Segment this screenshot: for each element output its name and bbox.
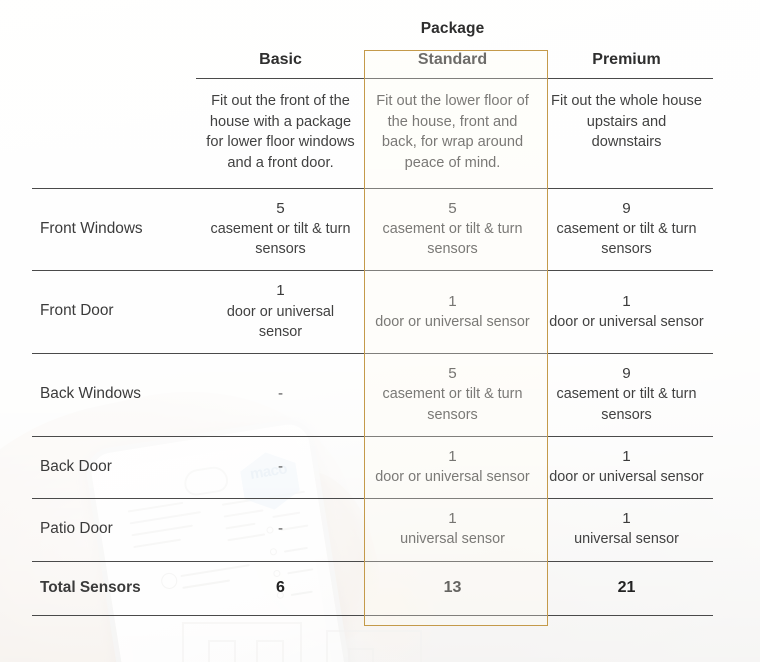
cell-patio-door-basic: - bbox=[196, 498, 365, 562]
unit: casement or tilt & turn sensors bbox=[382, 221, 523, 258]
unit: door or universal sensor bbox=[375, 313, 530, 330]
total-label: Total Sensors bbox=[32, 561, 196, 616]
cell-front-door-standard: 1 door or universal sensor bbox=[365, 270, 540, 355]
qty: 5 bbox=[448, 199, 457, 217]
total-basic: 6 bbox=[196, 561, 365, 616]
row-label-back-windows: Back Windows bbox=[32, 353, 196, 437]
plan-header-premium: Premium bbox=[540, 44, 713, 79]
qty: 9 bbox=[622, 199, 631, 217]
description-blank bbox=[32, 78, 196, 189]
unit: casement or tilt & turn sensors bbox=[556, 221, 697, 258]
qty: 9 bbox=[622, 365, 631, 383]
group-header-spacer-premium bbox=[540, 20, 713, 44]
table-row: Back Door - 1 door or universal sensor 1… bbox=[32, 436, 713, 500]
cell-front-windows-standard: 5 casement or tilt & turn sensors bbox=[365, 188, 540, 272]
cell-patio-door-premium: 1 universal sensor bbox=[540, 498, 713, 562]
group-header-spacer-basic bbox=[196, 20, 365, 44]
table-descriptions: Fit out the front of the house with a pa… bbox=[32, 78, 713, 189]
row-label-front-windows: Front Windows bbox=[32, 188, 196, 272]
unit: casement or tilt & turn sensors bbox=[382, 386, 523, 423]
cell-front-door-basic: 1 door or universal sensor bbox=[196, 270, 365, 355]
row-label-back-door: Back Door bbox=[32, 436, 196, 500]
plan-header-row: Basic Standard Premium bbox=[32, 44, 713, 79]
qty: 5 bbox=[276, 199, 285, 217]
unit: door or universal sensor bbox=[549, 313, 704, 330]
total-row: Total Sensors 6 13 21 bbox=[32, 561, 713, 616]
qty: 1 bbox=[622, 510, 631, 528]
table-head: Package Basic Standard Premium bbox=[32, 20, 713, 79]
empty-dash: - bbox=[277, 520, 284, 538]
qty: 1 bbox=[622, 447, 631, 465]
group-header-package: Package bbox=[420, 20, 485, 37]
qty: 1 bbox=[448, 510, 457, 528]
empty-dash: - bbox=[277, 385, 284, 403]
description-row: Fit out the front of the house with a pa… bbox=[32, 78, 713, 189]
unit: casement or tilt & turn sensors bbox=[210, 221, 351, 258]
unit: door or universal sensor bbox=[226, 303, 335, 340]
unit: door or universal sensor bbox=[375, 468, 530, 485]
cell-front-door-premium: 1 door or universal sensor bbox=[540, 270, 713, 355]
table-row: Patio Door - 1 universal sensor 1 univer… bbox=[32, 498, 713, 562]
description-basic: Fit out the front of the house with a pa… bbox=[196, 78, 365, 189]
qty: 5 bbox=[448, 365, 457, 383]
group-header-spacer bbox=[32, 20, 196, 44]
unit: door or universal sensor bbox=[549, 468, 704, 485]
table-row: Front Windows 5 casement or tilt & turn … bbox=[32, 188, 713, 272]
description-standard: Fit out the lower floor of the house, fr… bbox=[365, 78, 540, 189]
plan-header-basic: Basic bbox=[196, 44, 365, 79]
group-header-row: Package bbox=[32, 20, 713, 44]
unit: casement or tilt & turn sensors bbox=[556, 386, 697, 423]
row-label-front-door: Front Door bbox=[32, 270, 196, 355]
unit: universal sensor bbox=[574, 531, 679, 548]
cell-back-door-premium: 1 door or universal sensor bbox=[540, 436, 713, 500]
qty: 1 bbox=[448, 447, 457, 465]
cell-front-windows-premium: 9 casement or tilt & turn sensors bbox=[540, 188, 713, 272]
qty: 1 bbox=[276, 282, 285, 300]
cell-patio-door-standard: 1 universal sensor bbox=[365, 498, 540, 562]
total-standard: 13 bbox=[365, 561, 540, 616]
total-premium: 21 bbox=[540, 561, 713, 616]
qty: 1 bbox=[622, 292, 631, 310]
plan-header-standard: Standard bbox=[365, 44, 540, 79]
table-body: Front Windows 5 casement or tilt & turn … bbox=[32, 188, 713, 616]
description-premium: Fit out the whole house upstairs and dow… bbox=[540, 78, 713, 189]
cell-back-door-basic: - bbox=[196, 436, 365, 500]
qty: 1 bbox=[448, 292, 457, 310]
cell-back-windows-premium: 9 casement or tilt & turn sensors bbox=[540, 353, 713, 437]
table-row: Back Windows - 5 casement or tilt & turn… bbox=[32, 353, 713, 437]
table-row: Front Door 1 door or universal sensor 1 … bbox=[32, 270, 713, 355]
cell-back-door-standard: 1 door or universal sensor bbox=[365, 436, 540, 500]
cell-back-windows-basic: - bbox=[196, 353, 365, 437]
plan-header-blank bbox=[32, 44, 196, 79]
package-comparison-table: Package Basic Standard Premium Fit out t… bbox=[32, 20, 713, 616]
empty-dash: - bbox=[277, 457, 284, 475]
cell-front-windows-basic: 5 casement or tilt & turn sensors bbox=[196, 188, 365, 272]
cell-back-windows-standard: 5 casement or tilt & turn sensors bbox=[365, 353, 540, 437]
unit: universal sensor bbox=[400, 531, 505, 548]
row-label-patio-door: Patio Door bbox=[32, 498, 196, 562]
